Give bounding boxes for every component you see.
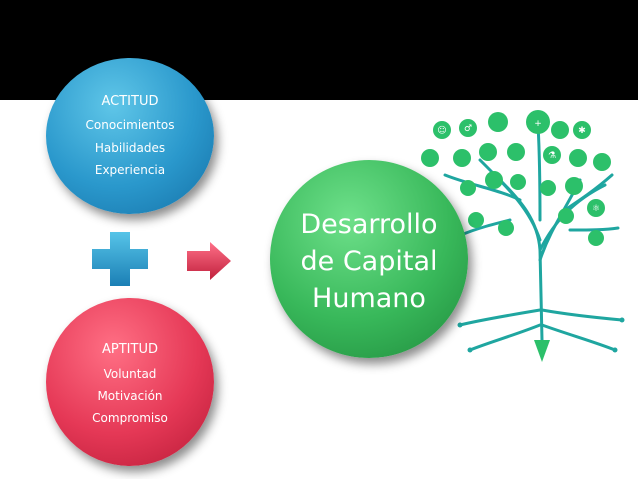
svg-text:☺: ☺ — [437, 125, 446, 136]
aptitud-item: Voluntad — [103, 367, 157, 381]
plus-icon — [92, 232, 148, 286]
desarrollo-circle: Desarrollo de Capital Humano — [270, 160, 468, 358]
tree-illustration: + ☺ ♂ ✱ ⚗ ⚛ — [421, 110, 625, 362]
arrow-right-icon — [187, 242, 231, 280]
actitud-item: Habilidades — [94, 141, 166, 155]
actitud-title: ACTITUD — [101, 94, 159, 109]
center-line: Humano — [312, 283, 426, 314]
aptitud-title: APTITUD — [102, 342, 158, 357]
center-line: de Capital — [300, 246, 438, 277]
actitud-item: Conocimientos — [85, 118, 175, 132]
actitud-item: Experiencia — [94, 163, 166, 177]
aptitud-item: Compromiso — [92, 411, 168, 425]
center-line: Desarrollo — [300, 209, 438, 240]
actitud-circle: ACTITUD Conocimientos Habilidades Experi… — [46, 58, 214, 214]
svg-text:⚛: ⚛ — [592, 204, 600, 214]
svg-text:⚗: ⚗ — [548, 151, 556, 161]
svg-text:✱: ✱ — [578, 126, 586, 136]
aptitud-circle: APTITUD Voluntad Motivación Compromiso — [46, 298, 214, 466]
svg-text:+: + — [534, 119, 542, 129]
svg-text:♂: ♂ — [464, 124, 472, 134]
aptitud-item: Motivación — [97, 389, 163, 403]
